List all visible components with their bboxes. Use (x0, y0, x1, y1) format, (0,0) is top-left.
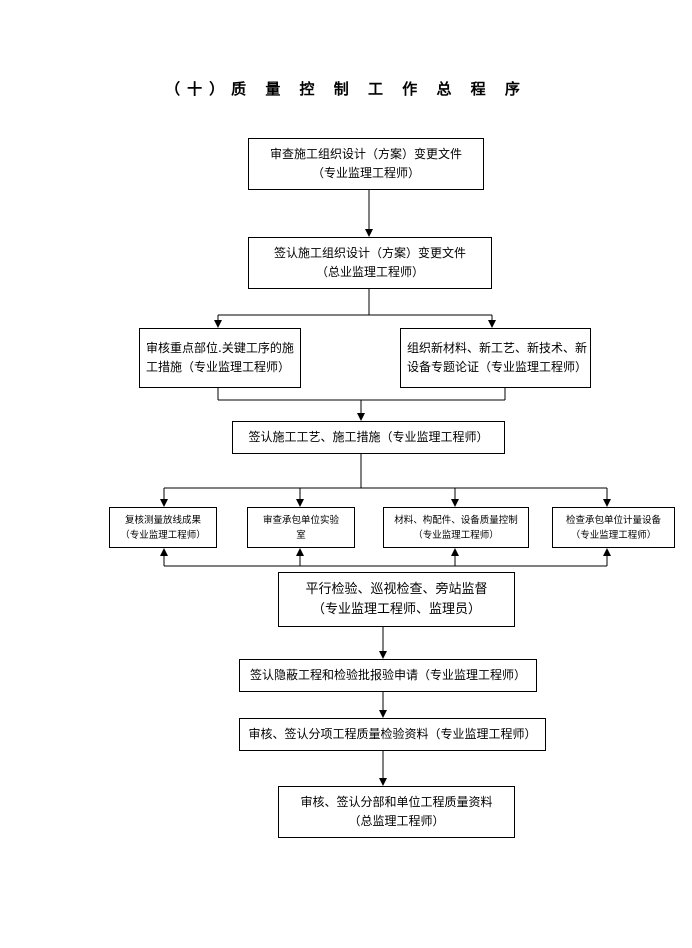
box-key-process-measures: 审核重点部位.关键工序的施 工措施（专业监理工程师） (139, 328, 301, 388)
box-lab-review: 审查承包单位实验 室 (247, 507, 355, 548)
box-text: 工措施（专业监理工程师） (146, 360, 291, 374)
box-text: 检查承包单位计量设备 (565, 514, 661, 526)
box-text: 审核、签认分项工程质量检验资料（专业监理工程师） (248, 727, 537, 741)
box-text: （专业监理工程师） (413, 529, 499, 541)
box-unit-quality-docs: 审核、签认分部和单位工程质量资料 （总监理工程师） (278, 786, 515, 838)
box-hidden-works-approval: 签认隐蔽工程和检验批报验申请（专业监理工程师） (239, 659, 537, 692)
box-survey-check: 复核测量放线成果 （专业监理工程师） (109, 507, 217, 548)
box-text: （专业监理工程师、监理员） (311, 601, 481, 617)
box-text: 签认隐蔽工程和检验批报验申请（专业监理工程师） (249, 668, 526, 682)
box-text: 审查施工组织设计（方案）变更文件 (269, 147, 462, 161)
box-text: 审核重点部位.关键工序的施 (146, 341, 294, 355)
box-text: 复核测量放线成果 (124, 514, 201, 526)
box-subitem-quality-docs: 审核、签认分项工程质量检验资料（专业监理工程师） (239, 718, 546, 751)
box-text: 签认施工工艺、施工措施（专业监理工程师） (248, 430, 489, 444)
chart-title: （十）质 量 控 制 工 作 总 程 序 (165, 80, 527, 98)
box-text: （专业监理工程师） (120, 529, 206, 541)
box-sign-change-docs: 签认施工组织设计（方案）变更文件 （总业监理工程师） (248, 237, 492, 289)
box-text: 室 (296, 529, 306, 541)
box-text: （专业监理工程师） (311, 166, 420, 180)
box-text: 设备专题论证（专业监理工程师） (407, 360, 588, 374)
box-text: （总业监理工程师） (315, 265, 424, 279)
box-text: 材料、构配件、设备质量控制 (394, 514, 518, 526)
box-text: 审核、签认分部和单位工程质量资料 (300, 795, 493, 809)
box-text: （专业监理工程师） (570, 529, 657, 541)
box-inspection-supervision: 平行检验、巡视检查、旁站监督 （专业监理工程师、监理员） (278, 572, 515, 627)
box-material-control: 材料、构配件、设备质量控制 （专业监理工程师） (383, 507, 529, 548)
box-text: 签认施工组织设计（方案）变更文件 (273, 246, 466, 260)
box-text: 组织新材料、新工艺、新技术、新 (407, 341, 588, 355)
box-review-change-docs: 审查施工组织设计（方案）变更文件 （专业监理工程师） (248, 138, 484, 190)
box-text: （总监理工程师） (348, 814, 445, 828)
box-metering-check: 检查承包单位计量设备 （专业监理工程师） (552, 507, 675, 548)
box-text: 审查承包单位实验 (262, 514, 339, 526)
box-sign-process-measures: 签认施工工艺、施工措施（专业监理工程师） (232, 421, 505, 454)
box-new-tech-review: 组织新材料、新工艺、新技术、新 设备专题论证（专业监理工程师） (400, 328, 591, 388)
box-text: 平行检验、巡视检查、旁站监督 (305, 581, 488, 597)
